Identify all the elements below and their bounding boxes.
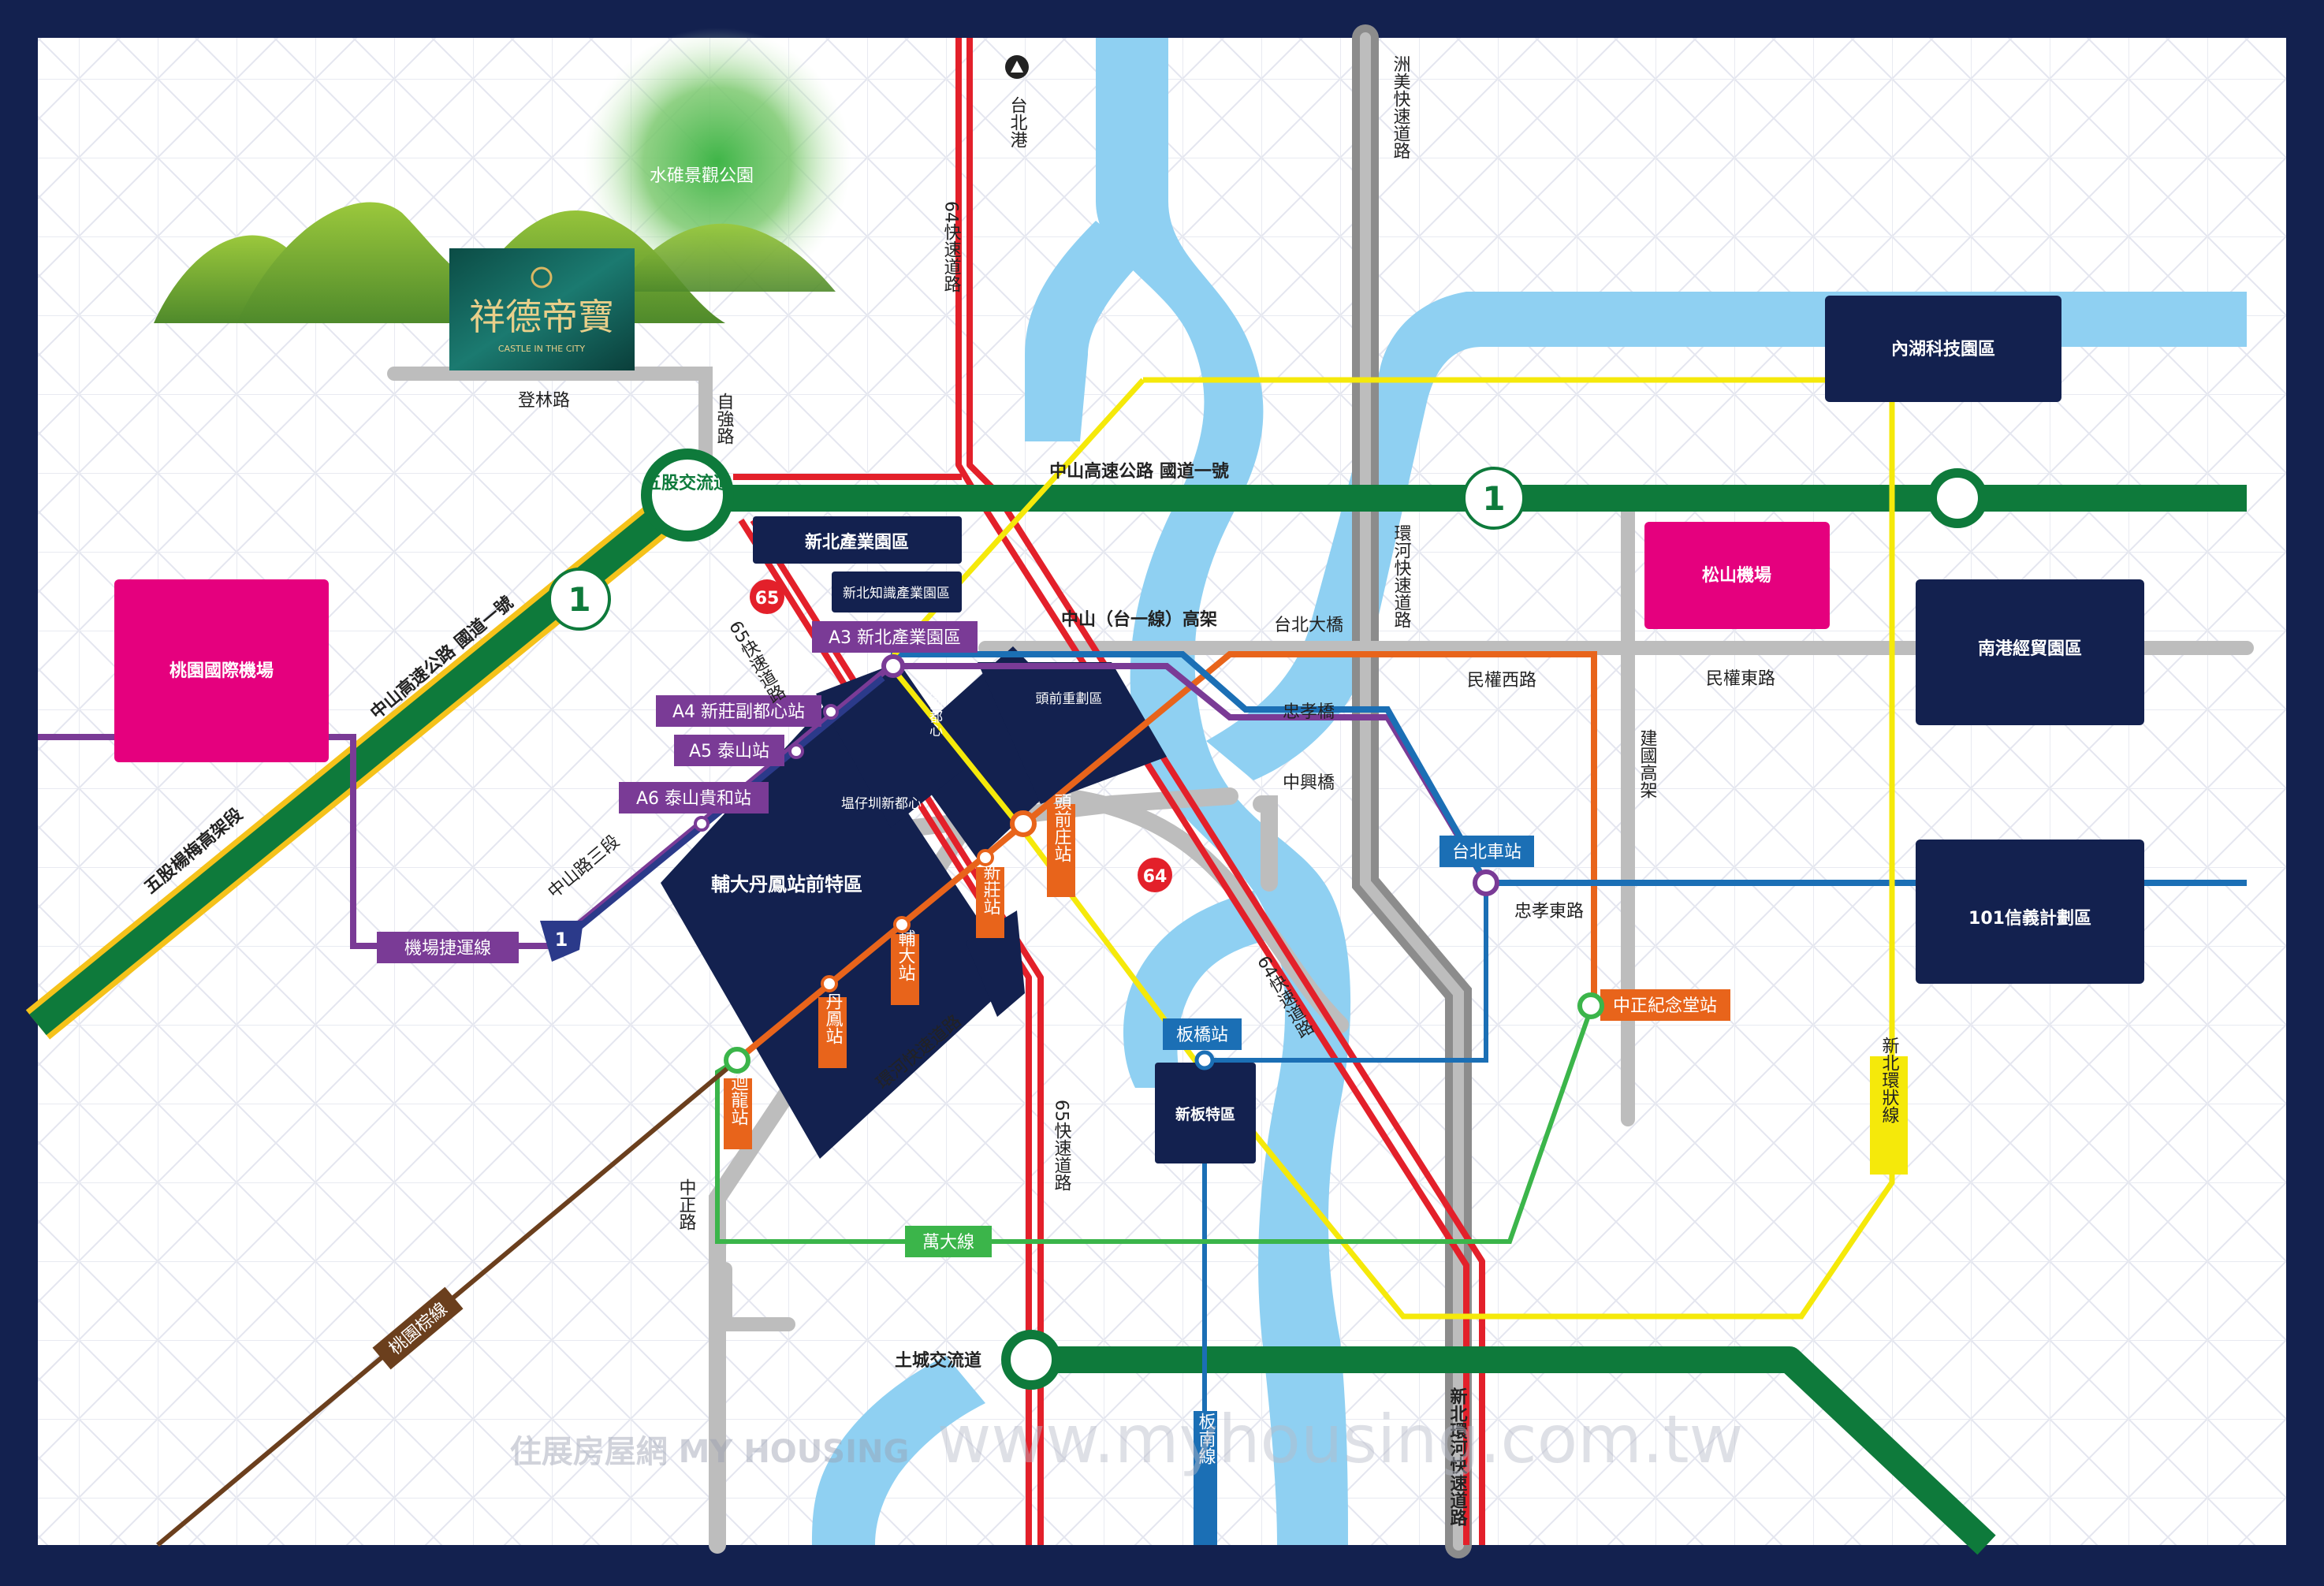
neihu-label: 內湖科技園區 [1891,340,1995,359]
route1-shield-icon [540,921,583,962]
station-xinzhuang: 新莊站 [981,863,1001,915]
zhongxiao-east-road: 忠孝東路 [1514,902,1584,921]
taipei-bridge: 台北大橋 [1274,616,1343,635]
wanda-line [715,1008,1593,1244]
station-cks-memorial: 中正紀念堂站 [1613,996,1717,1016]
expressway65-lower: 65快速道路 [1052,1100,1072,1191]
station-a3: A3 新北產業園區 [829,628,961,648]
zhongshan-elevated: 中山（台一線）高架 [1061,609,1217,630]
station-huilong: 迴龍站 [728,1074,749,1126]
denglin-road: 登林路 [518,391,570,411]
station-a4: A4 新莊副都心站 [672,702,805,722]
station-danfeng: 丹鳳站 [823,992,844,1044]
zhongxiao-bridge: 忠孝橋 [1283,702,1335,722]
jianguo-elevated: 建國高架 [1637,729,1658,799]
park-glow [583,28,851,296]
xinbei-huanhe-expressway: 新北環河快速道路 [1447,1387,1468,1526]
xinyi-label: 101信義計劃區 [1968,908,2091,929]
project-tagline: CASTLE IN THE CITY [498,344,586,354]
freeway1-shield-icon [1462,467,1525,530]
minquan-east-road: 民權東路 [1706,669,1775,689]
wanda-line-label: 萬大線 [922,1233,974,1253]
expressway65-shield: 65 [755,589,780,609]
fuda-label: 輔大丹鳳站前特區 [711,873,862,895]
station-taipei-main: 台北車站 [1452,843,1521,862]
expressway64-shield: 64 [1143,867,1168,887]
station-a6: A6 泰山貴和站 [636,789,751,809]
airport-mrt-label: 機場捷運線 [404,939,491,959]
zhongzheng-road: 中正路 [676,1178,697,1230]
banqiao-special-label: 新板特區 [1175,1105,1235,1123]
taipei-port: 台北港 [1007,96,1028,148]
nangang-label: 南港經貿園區 [1978,638,2082,659]
freeway1-shield-number: 1 [568,580,590,619]
station-banqiao: 板橋站 [1176,1026,1228,1045]
station-a5: A5 泰山站 [689,742,769,761]
freeway1-name: 中山高速公路 國道一號 [1049,461,1229,482]
airport-mrt-stations: A3 新北產業園區 A4 新莊副都心站 A5 泰山站 A6 泰山貴和站 機場捷運… [377,621,978,963]
station-touqianzhuang: 頭前庄站 [1052,793,1072,862]
expressway64-top: 64快速道路 [941,201,962,292]
touqian-label: 頭前重劃區 [1036,691,1103,707]
zhoumei-expressway: 洲美快速道路 [1391,55,1411,159]
project-name: 祥德帝寶 [469,296,614,338]
xinbei-knowledge-label: 新北知識產業園區 [843,586,950,601]
orange-line-stations: 頭前庄站 新莊站 輔大站 丹鳳站 迴龍站 中正紀念堂站 [724,793,1730,1149]
songshan-airport-label: 松山機場 [1702,566,1771,586]
tucheng-interchange: 土城交流道 [895,1350,981,1371]
tucheng-interchange-icon [1001,1330,1061,1390]
ziqiang-road: 自強路 [714,393,735,445]
watermark-url: www.myhousing.com.tw [937,1401,1744,1478]
tangzaipi-label: 塭仔圳新都心 [841,796,922,812]
route1-shield-number: 1 [555,929,568,951]
svg-text:1: 1 [1482,479,1505,518]
huanhe-expressway: 環河快速道路 [1391,524,1412,628]
station-fuda: 輔大站 [896,929,916,981]
expressway64-shield-icon [1138,858,1172,892]
zhongxing-bridge: 中興橋 [1283,773,1335,793]
watermark: 住展房屋網 MY HOUSING www.myhousing.com.tw [510,1401,1744,1478]
blue-line [891,651,2247,886]
wugu-interchange-label: 五股交流道 [644,473,731,493]
logo-emblem-icon [531,266,553,289]
minquan-west-road: 民權西路 [1467,671,1536,691]
xinzhuang-center-label: 新莊副都心 [926,669,943,736]
watermark-logo: 住展房屋網 MY HOUSING [510,1434,910,1470]
freeway-markers: 五股交流道 1 1 1 65 64 [540,55,1987,1390]
district-boxes: 內湖科技園區 松山機場 南港經貿園區 101信義計劃區 桃園國際機場 新北產業園… [114,296,2144,1163]
expressway65-shield-icon [750,579,784,614]
bannan-line-label: 板南線 [1196,1413,1216,1465]
blue-line-stations: 台北車站 板橋站 板南線 [1163,836,1534,1465]
freeway1-shield-icon [548,568,611,631]
circular-line-label: 新北環狀線 [1879,1037,1900,1123]
xinbei-industrial-label: 新北產業園區 [805,532,909,553]
taoyuan-airport-label: 桃園國際機場 [169,661,274,681]
park-label: 水碓景觀公園 [650,166,754,186]
nangang-interchange-icon [1927,468,1987,528]
